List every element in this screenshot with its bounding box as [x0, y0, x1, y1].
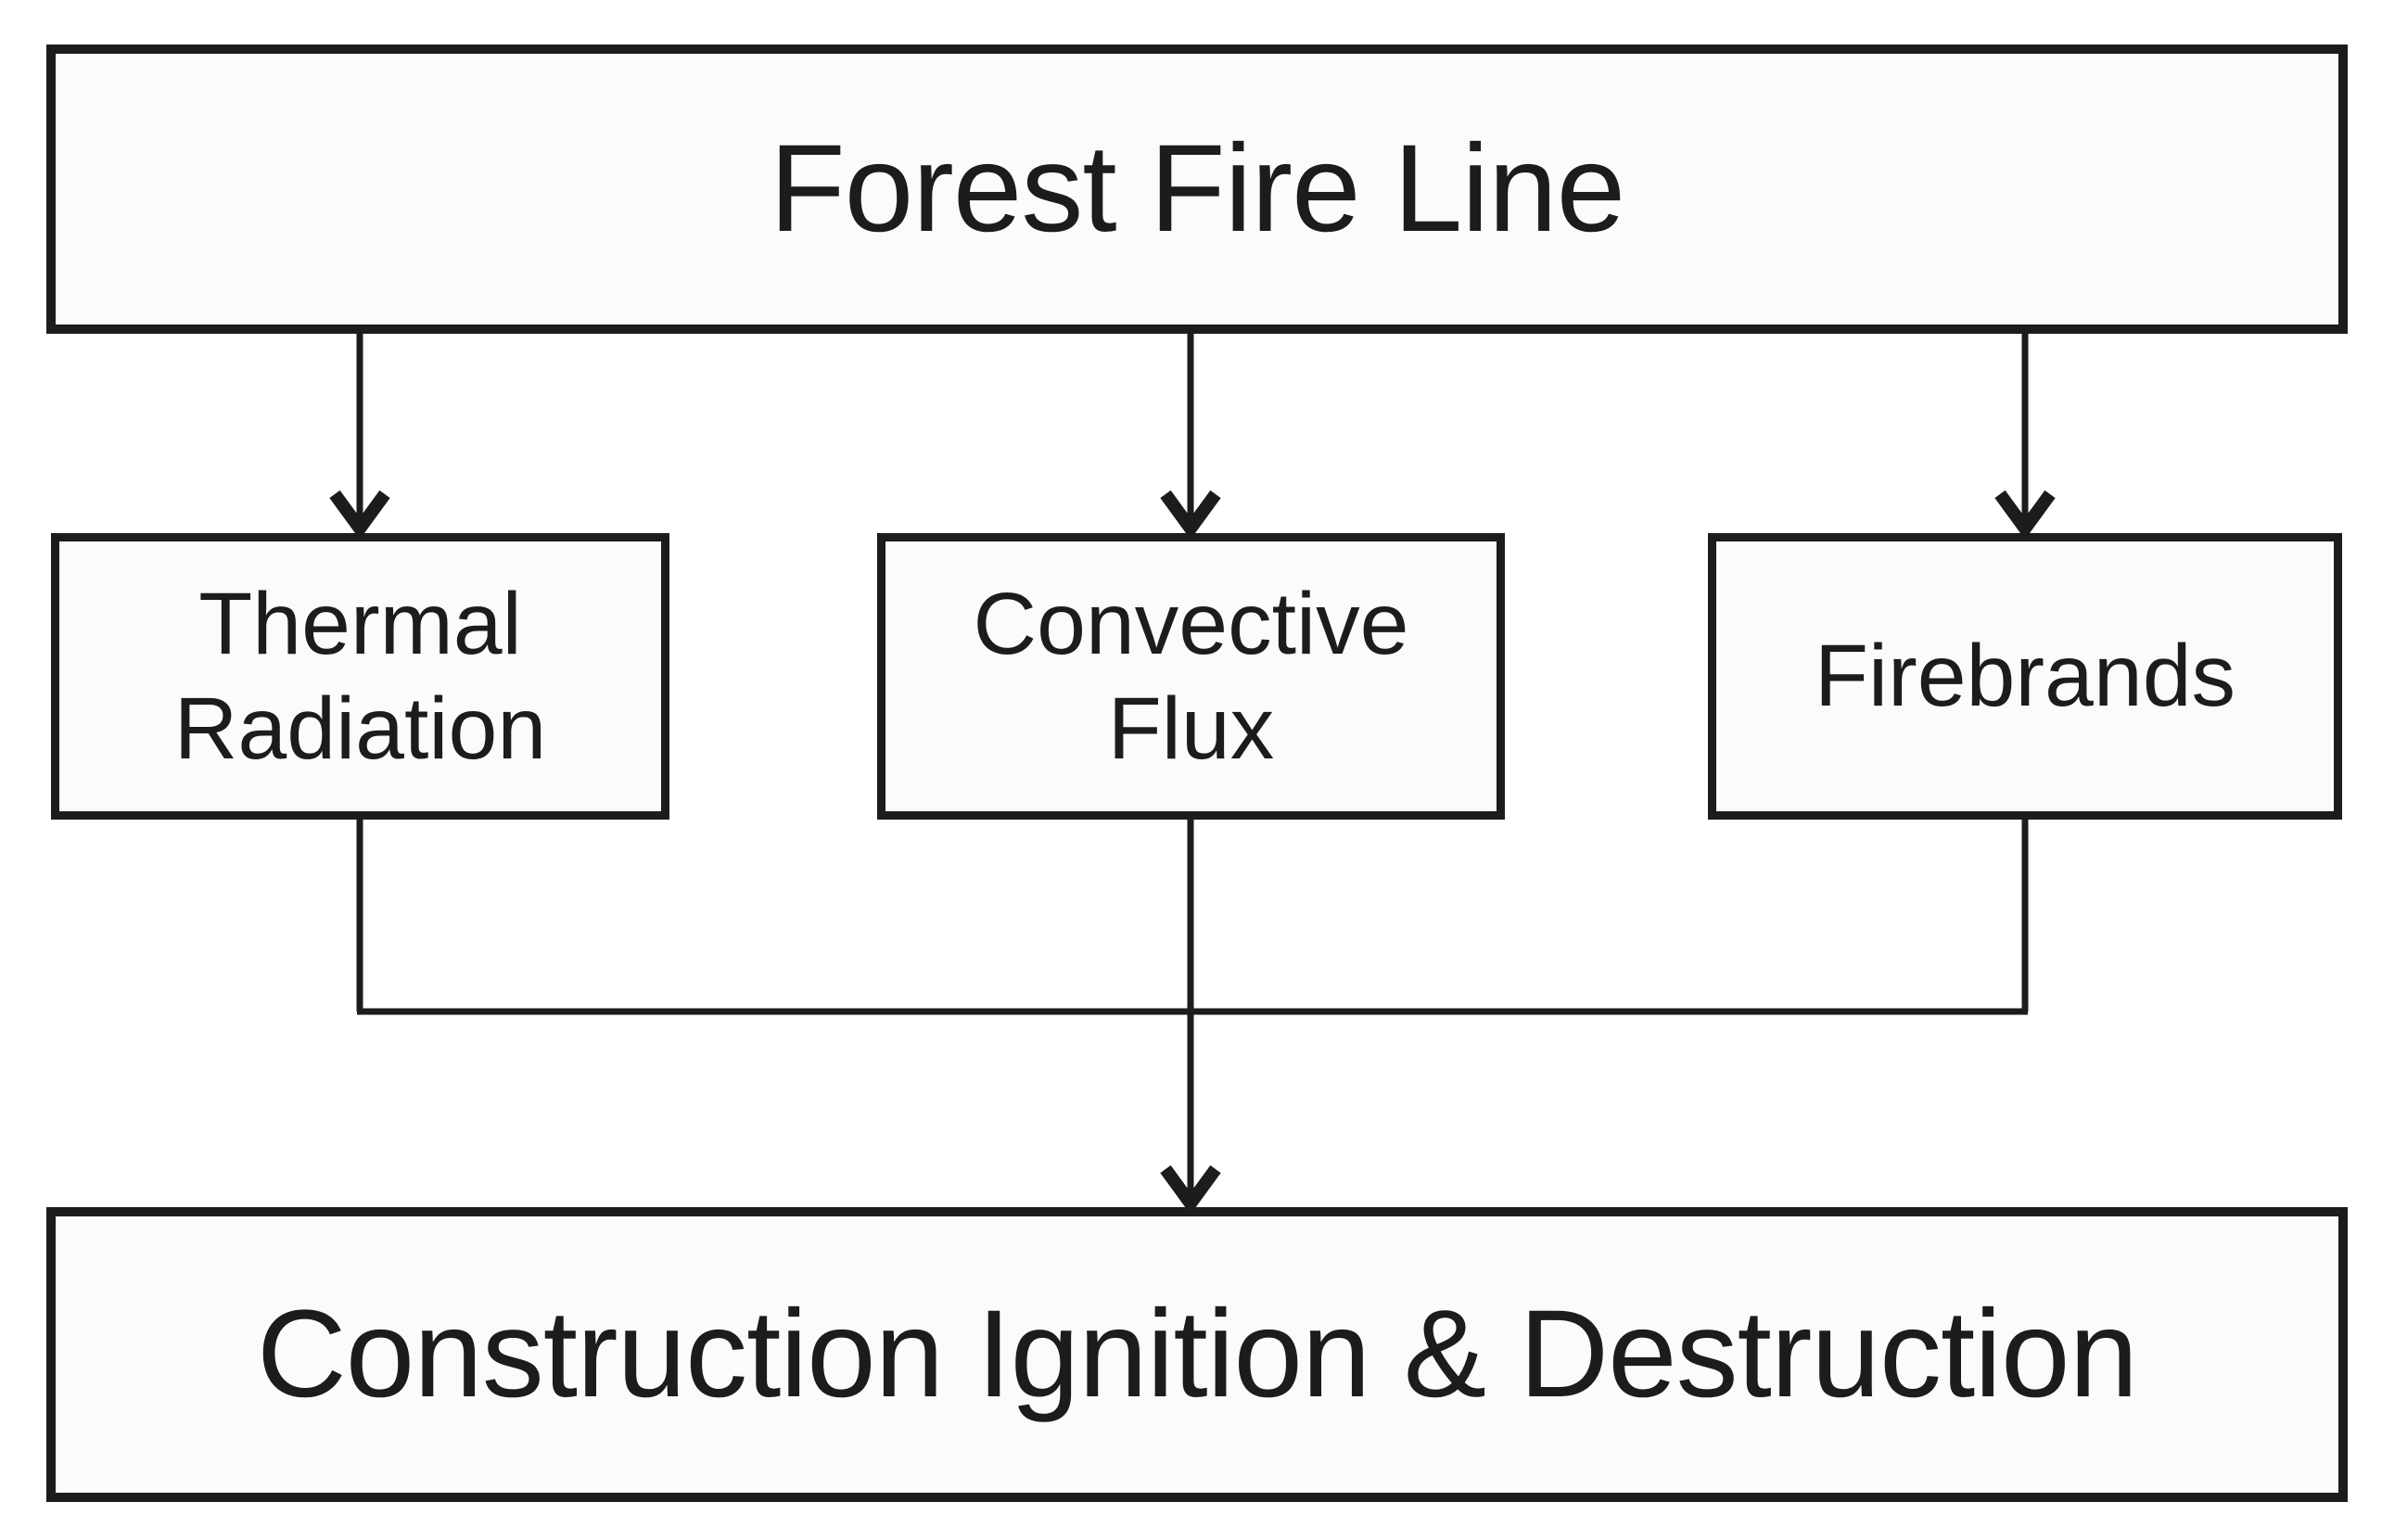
node-firebrands: Firebrands [1708, 533, 2342, 820]
arrow-merge-to-construction [1160, 816, 1221, 1215]
node-forest-fire-line-label: Forest Fire Line [769, 119, 1625, 258]
node-forest-fire-line: Forest Fire Line [46, 45, 2348, 334]
node-convective-flux: Convective Flux [877, 533, 1505, 820]
arrow-fireline-to-thermal [329, 332, 390, 540]
node-convective-flux-label-line2: Flux [1107, 679, 1275, 778]
node-construction-ignition-destruction-label: Construction Ignition & Destruction [256, 1284, 2138, 1423]
arrow-fireline-to-convective [1160, 332, 1221, 540]
connector-merge-bus [356, 816, 2029, 1015]
node-thermal-radiation: Thermal Radiation [51, 533, 669, 820]
node-convective-flux-label-line1: Convective [973, 575, 1409, 674]
node-firebrands-label-line1: Firebrands [1814, 627, 2236, 726]
node-thermal-radiation-label-line2: Radiation [173, 679, 547, 778]
arrow-fireline-to-firebrands [1994, 332, 2056, 540]
node-construction-ignition-destruction: Construction Ignition & Destruction [46, 1207, 2348, 1502]
node-thermal-radiation-label-line1: Thermal [198, 575, 522, 674]
